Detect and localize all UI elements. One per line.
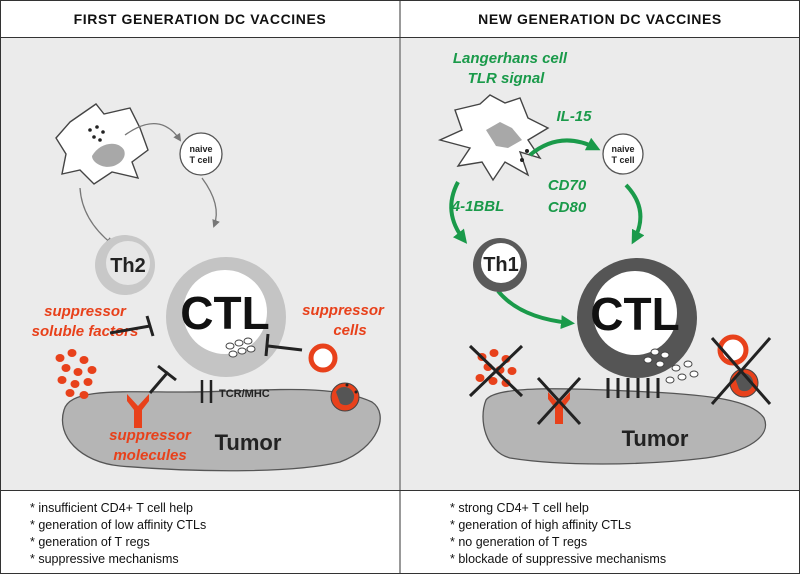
cd70-label: CD70 [548,177,587,194]
left-arrow-naive-ctl [201,177,220,228]
right-tumor-label: Tumor [622,426,689,451]
right-ctl-cell: CTL [577,258,697,378]
right-naive-t-cell: naive T cell [602,133,644,175]
right-bullets: * strong CD4+ T cell help * generation o… [450,501,666,566]
th2-cell: Th2 [95,235,155,295]
left-bullet-3: * generation of T regs [30,535,150,549]
suppressor-cells-line2: cells [333,322,366,339]
th2-label: Th2 [110,255,146,277]
langerhans-label: Langerhans cell [453,50,568,67]
right-granules [643,348,699,384]
left-bullet-1: * insufficient CD4+ T cell help [30,501,193,515]
left-naive-t-cell: naive T cell [179,132,223,176]
left-bullets: * insufficient CD4+ T cell help * genera… [30,501,206,566]
left-tcell-label: T cell [189,155,212,165]
suppressor-cells-line1: suppressor [302,302,385,319]
left-tcr-mhc: TCR/MHC [200,380,270,403]
tlr-signal-label: TLR signal [468,70,546,87]
right-blocked-suppressor-cells [710,334,772,405]
right-bullet-4: * blockade of suppressive mechanisms [450,552,666,566]
left-bullet-2: * generation of low affinity CTLs [30,518,206,532]
tcr-mhc-label: TCR/MHC [219,388,270,400]
bbl-label: 4-1BBL [451,198,505,215]
right-tcr-mhc [606,378,660,398]
suppressor-soluble-line2: soluble factors [32,323,139,340]
suppressor-molecules-line2: molecules [113,447,186,464]
left-soluble-factors [55,349,97,399]
left-tumor-label: Tumor [215,430,282,455]
right-arrow-naive-ctl [624,183,645,245]
right-arrow-th1-ctl [496,289,575,330]
right-arrow-dc-th1 [449,181,468,244]
left-inhibition-bars [109,315,303,394]
right-bullet-1: * strong CD4+ T cell help [450,501,589,515]
left-ctl-cell: CTL [166,257,286,377]
cd80-label: CD80 [548,199,587,216]
right-blocked-soluble-factors [468,344,524,398]
th1-cell: Th1 [473,238,527,292]
left-bullet-4: * suppressive mechanisms [30,552,179,566]
left-suppressor-molecule [127,394,149,428]
right-bullet-3: * no generation of T regs [450,535,587,549]
langerhans-cell [437,94,550,182]
il15-label: IL-15 [556,108,592,125]
left-title: FIRST GENERATION DC VACCINES [74,11,327,27]
right-naive-label: naive [611,144,634,154]
right-bullet-2: * generation of high affinity CTLs [450,518,631,532]
left-naive-label: naive [189,144,212,154]
left-arrow-dc-naive [124,122,182,142]
left-suppressor-cells [308,343,360,412]
suppressor-molecules-line1: suppressor [109,427,192,444]
suppressor-soluble-line1: suppressor [44,303,127,320]
right-ctl-label: CTL [590,288,679,340]
left-arrow-dc-th2 [79,187,114,246]
right-title: NEW GENERATION DC VACCINES [478,11,722,27]
right-arrow-dc-naive [528,137,601,157]
left-dendritic-cell [55,103,149,185]
right-tcell-label: T cell [611,155,634,165]
th1-label: Th1 [483,254,519,276]
left-ctl-label: CTL [180,287,269,339]
right-blocked-molecule [536,376,582,426]
